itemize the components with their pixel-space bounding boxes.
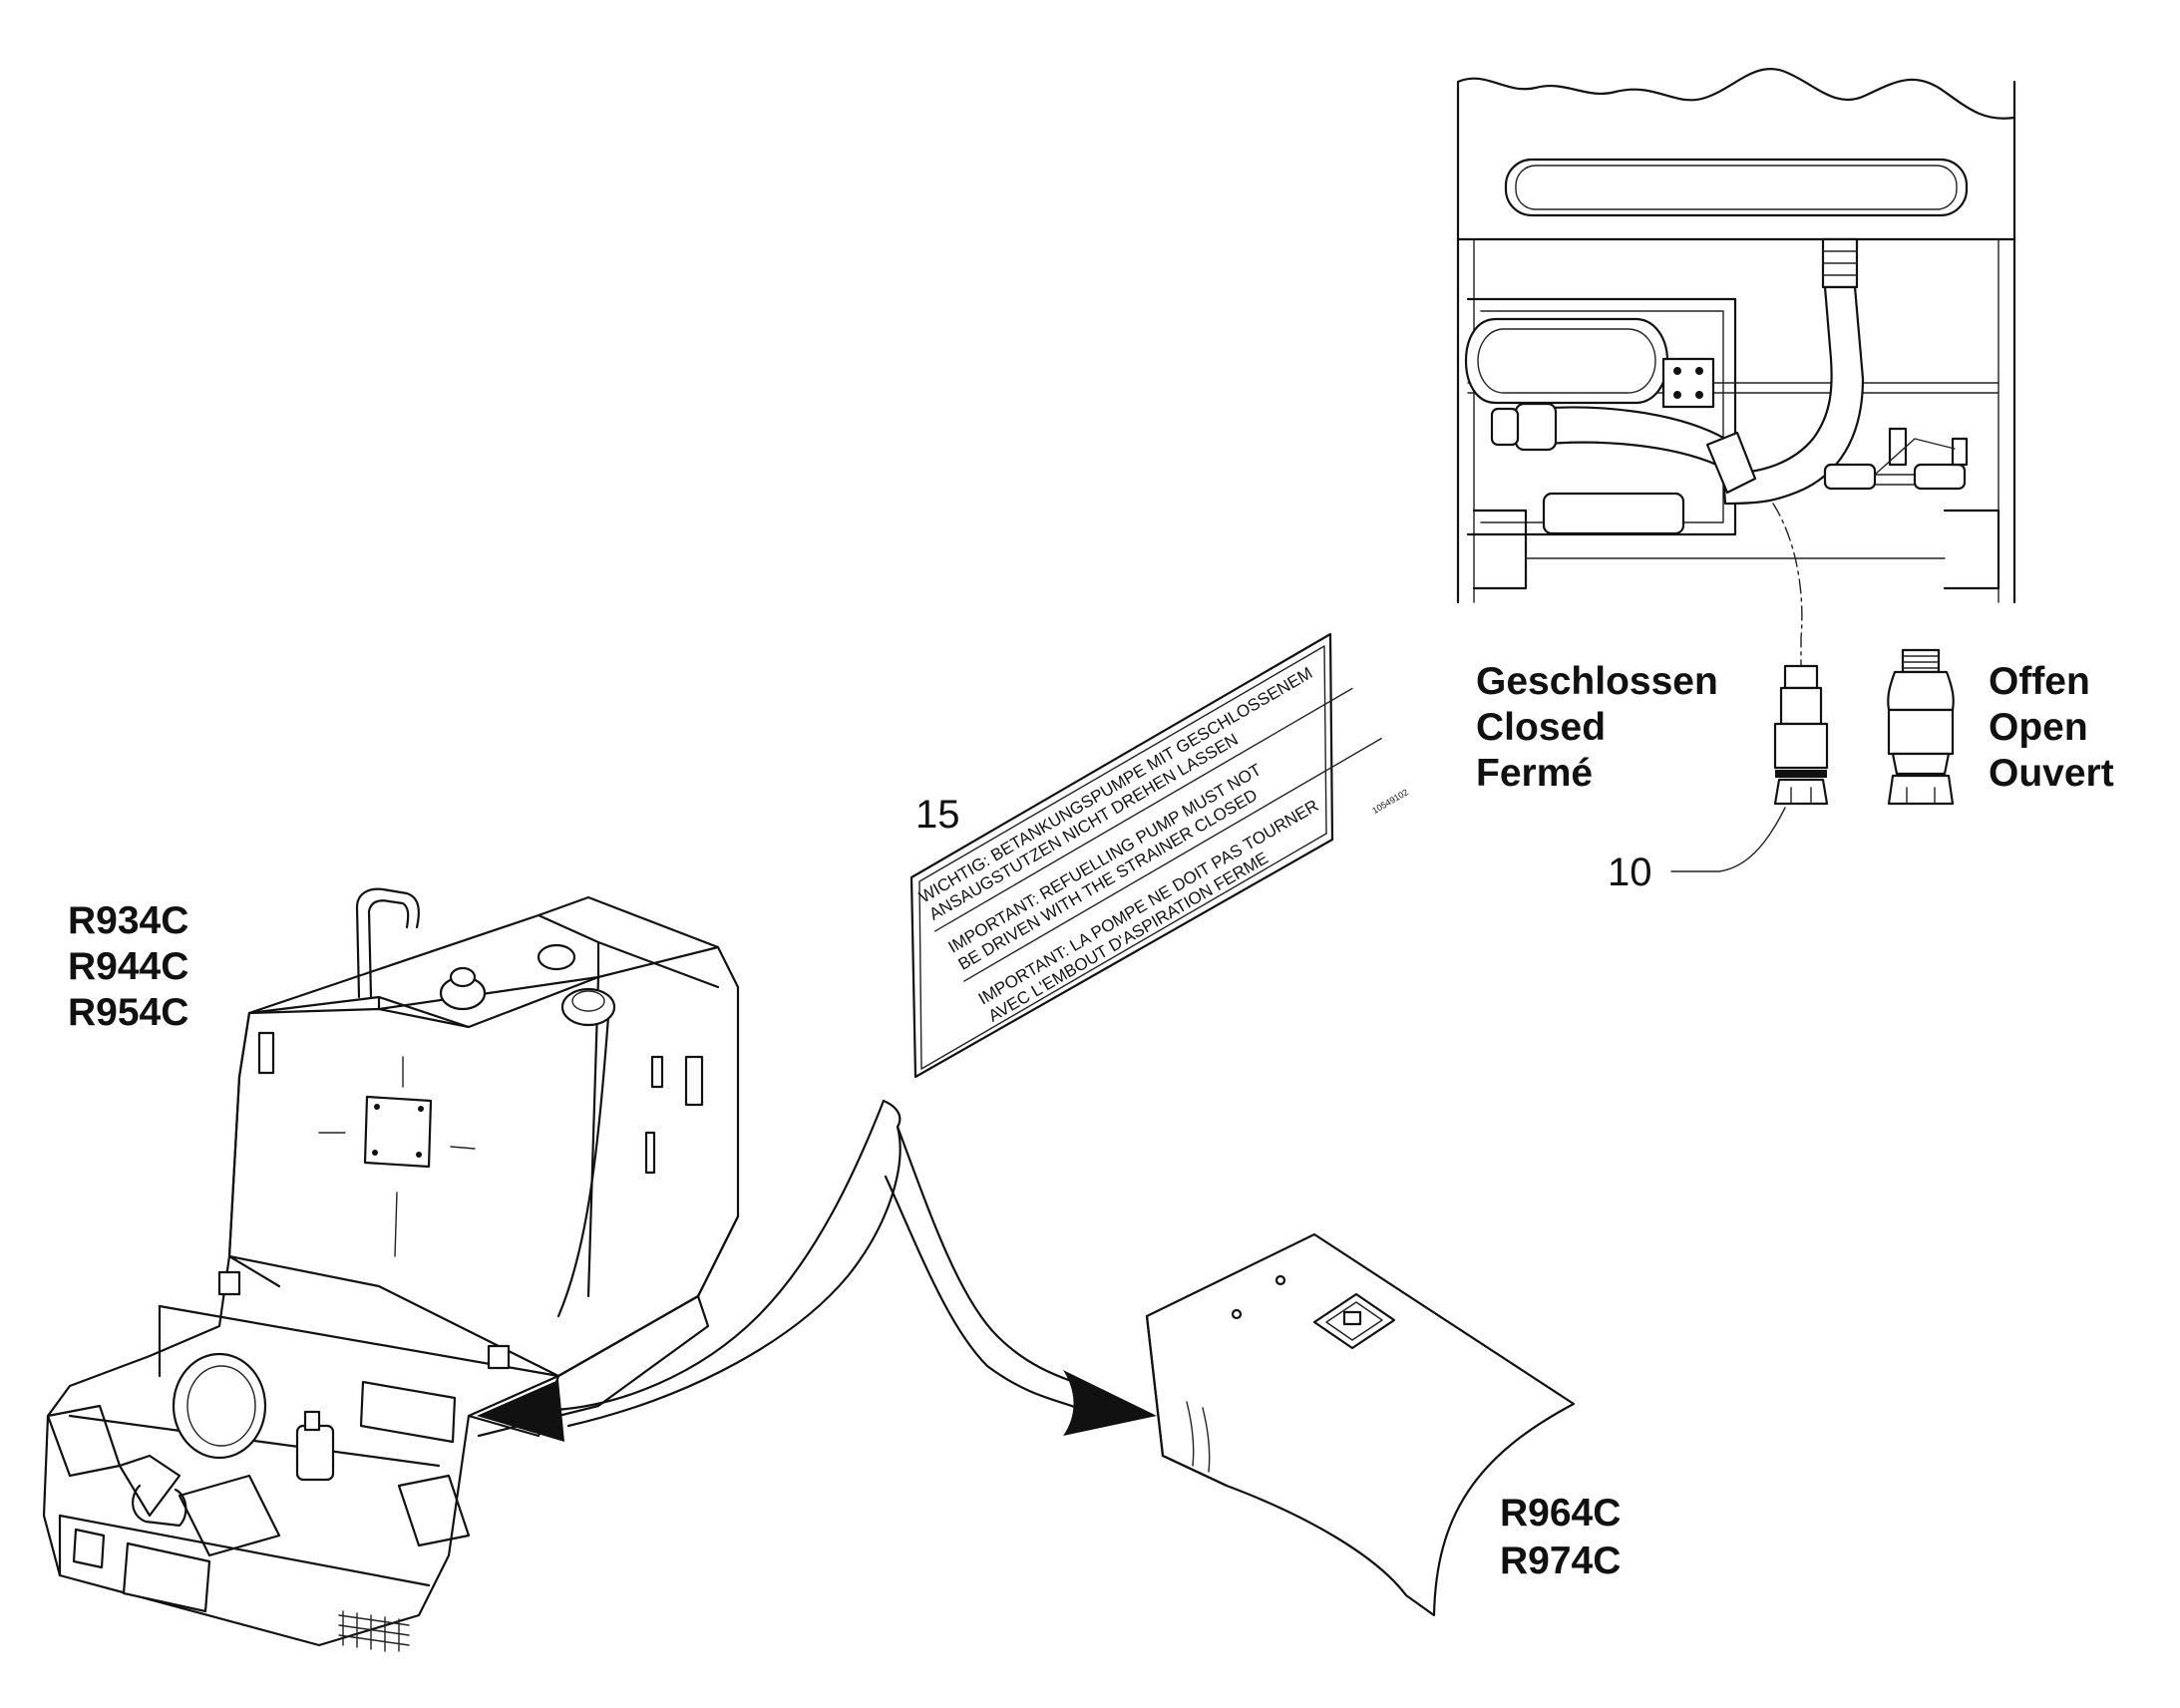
strainer-valve-closed [1773, 664, 1829, 806]
open-label-de: Offen [1989, 660, 2090, 703]
model-label-r954c: R954C [68, 991, 188, 1034]
closed-state-label: Geschlossen Closed Fermé [1476, 660, 1718, 795]
closed-label-en: Closed [1476, 706, 1606, 749]
strainer-valve-open [1887, 648, 1955, 806]
model-label-r964c: R964C [1500, 1492, 1621, 1535]
pump-compartment-detail [1456, 68, 2016, 667]
cover-r964c-r974c: R964C R974C [1145, 1232, 1621, 1617]
callout-10: 10 [1608, 807, 1786, 894]
machine-body-r934c-r954c: R934C R944C R954C [42, 887, 740, 1652]
warning-decal: 15 WICHTIG: BETANKUNGSPUMPE MIT GESCHLOS… [909, 632, 1410, 1079]
callout-15-number: 15 [915, 793, 960, 837]
open-label-fr: Ouvert [1989, 752, 2114, 795]
open-state-label: Offen Open Ouvert [1989, 660, 2114, 795]
front-grill [338, 1610, 410, 1652]
model-label-r944c: R944C [68, 945, 188, 988]
closed-label-fr: Fermé [1476, 752, 1593, 795]
location-arrows [477, 1099, 1157, 1442]
model-label-r974c: R974C [1500, 1539, 1621, 1582]
decal-part-number: 10549102 [1370, 787, 1410, 816]
callout-10-number: 10 [1608, 851, 1652, 894]
model-label-r934c: R934C [68, 899, 188, 942]
open-label-en: Open [1989, 706, 2088, 749]
closed-label-de: Geschlossen [1476, 660, 1718, 703]
